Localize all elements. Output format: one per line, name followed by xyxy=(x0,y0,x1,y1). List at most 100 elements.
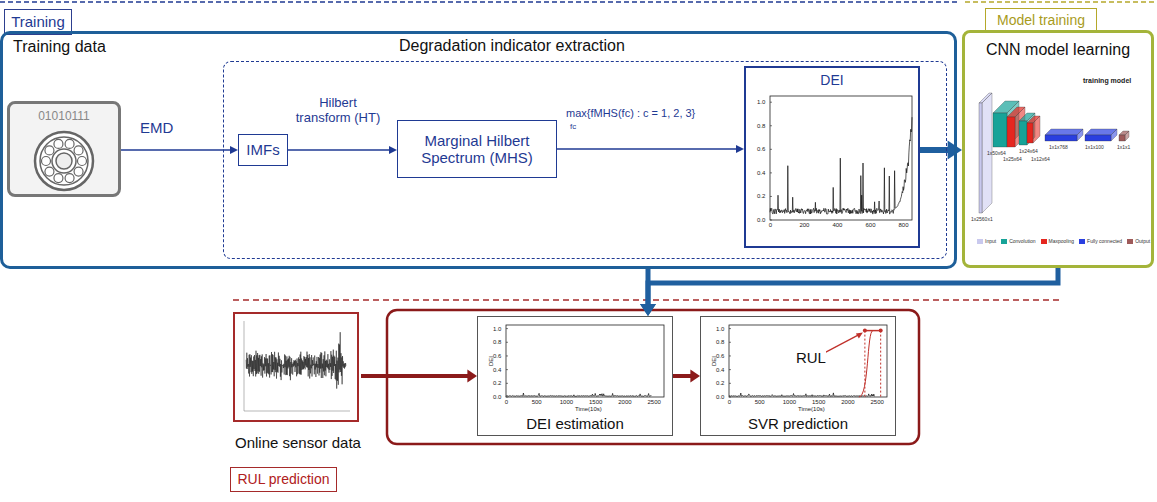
axis-tick: 500 xyxy=(532,399,542,405)
axis-tick: 0 xyxy=(769,222,772,228)
arrowhead xyxy=(230,146,238,154)
plot-frame xyxy=(770,96,912,220)
tick-mark xyxy=(729,328,731,329)
bearing-ball xyxy=(54,139,63,148)
tick-mark xyxy=(729,369,731,370)
connector xyxy=(640,269,656,316)
sensor-signal xyxy=(240,319,352,415)
tick-mark xyxy=(729,397,731,398)
axis-tick: 0.2 xyxy=(757,193,765,199)
axis-tick: 0.6 xyxy=(757,146,765,152)
rul-leader xyxy=(825,334,861,353)
legend-text: Maxpooling xyxy=(1049,239,1075,244)
edge-label: Hilbert transform (HT) xyxy=(292,96,384,126)
legend-text: Fully connected xyxy=(1087,239,1122,244)
connector xyxy=(673,370,700,383)
axis-title: DEI xyxy=(711,356,717,366)
bearing-ball xyxy=(45,167,54,176)
tick-mark xyxy=(770,172,772,173)
extraction-group: Degradation indicator extractionIMFsMarg… xyxy=(223,61,947,259)
legend-swatch xyxy=(977,239,983,244)
tick-mark xyxy=(506,397,508,398)
connector-line xyxy=(121,149,232,151)
bearing-ring xyxy=(35,132,93,190)
chart-plot xyxy=(505,324,665,398)
tick-mark xyxy=(729,383,731,384)
layer-size: 1x1x768 xyxy=(1049,145,1068,150)
plot-axis xyxy=(244,411,350,412)
edge-label: max{fMHS(fc) : c = 1, 2, 3} xyxy=(566,107,695,120)
prediction-bound xyxy=(880,331,881,397)
axis-tick: 0.0 xyxy=(716,394,724,400)
tick-mark xyxy=(770,125,772,126)
layer-size: 1x12x64 xyxy=(1031,157,1050,162)
tick-mark xyxy=(770,220,772,221)
bearing-ball xyxy=(74,167,83,176)
node-text: Marginal Hilbert Spectrum (MHS) xyxy=(404,132,550,167)
indicator-series xyxy=(770,117,912,214)
section-divider xyxy=(965,1,1157,3)
axis-tick: 0.4 xyxy=(757,170,765,176)
tick-mark xyxy=(506,355,508,356)
tick-mark xyxy=(506,369,508,370)
node-text: Training data xyxy=(13,38,106,56)
node-text: SVR prediction xyxy=(701,415,895,432)
layer-front xyxy=(1045,135,1077,141)
connector xyxy=(121,146,238,154)
rul-dot xyxy=(863,329,867,333)
axis-tick: 2000 xyxy=(618,399,631,405)
axis-tick: 1.0 xyxy=(716,326,724,332)
tick-mark xyxy=(729,342,731,343)
layer-side xyxy=(1125,131,1129,141)
subscript-label: fc xyxy=(570,122,576,131)
connector-line xyxy=(361,374,469,378)
tick-mark xyxy=(506,328,508,329)
sensor-box: Online sensor data xyxy=(233,312,359,422)
connector-line xyxy=(673,374,692,378)
node-text: Online sensor data xyxy=(235,434,361,451)
legend-swatch xyxy=(1001,239,1007,244)
plot-axis xyxy=(244,321,245,411)
layer-size: 1x1x100 xyxy=(1085,145,1104,150)
layer-side xyxy=(1033,116,1040,143)
legend-text: Input xyxy=(985,239,996,244)
axis-tick: 0.8 xyxy=(716,339,724,345)
prediction-curve xyxy=(859,331,873,397)
chart-box: DEI1.00.80.60.40.20.00200400600800 xyxy=(744,66,920,248)
bearing-ball xyxy=(74,146,83,155)
node-text: RUL prediction xyxy=(237,471,329,487)
axis-tick: 0.2 xyxy=(493,380,501,386)
layer-front xyxy=(1027,123,1033,143)
legend-text: Output xyxy=(1135,239,1150,244)
legend-swatch xyxy=(1041,239,1047,244)
bearing-ball xyxy=(65,174,74,183)
node-text: CNN model learning xyxy=(965,41,1151,59)
axis-title: Time(10s) xyxy=(798,406,825,412)
arrowhead xyxy=(690,370,700,383)
connector xyxy=(640,268,1058,316)
bearing-ring xyxy=(40,137,88,185)
layer-top xyxy=(1045,129,1083,135)
edge-label: EMD xyxy=(140,119,173,136)
rul-span xyxy=(865,330,881,332)
node-text: DEI xyxy=(746,72,918,88)
axis-tick: 0.4 xyxy=(493,367,501,373)
legend-text: Convolution xyxy=(1009,239,1035,244)
arrowhead xyxy=(640,304,656,316)
node-text: 01010111 xyxy=(10,110,118,124)
node-text: Model training xyxy=(997,12,1085,28)
connector-line xyxy=(288,149,391,151)
legend-swatch xyxy=(1079,239,1085,244)
process-box: Marginal Hilbert Spectrum (MHS) xyxy=(397,120,557,178)
axis-tick: 1.0 xyxy=(757,99,765,105)
plot-frame xyxy=(506,325,664,397)
axis-tick: 2500 xyxy=(647,399,660,405)
arrowhead xyxy=(389,146,397,154)
axis-tick: 800 xyxy=(898,222,908,228)
axis-tick: 0.6 xyxy=(716,353,724,359)
figure-title: training model xyxy=(1083,77,1131,84)
rul-arrowhead xyxy=(856,333,863,339)
connector-line xyxy=(920,147,950,153)
layer-front xyxy=(979,103,982,213)
